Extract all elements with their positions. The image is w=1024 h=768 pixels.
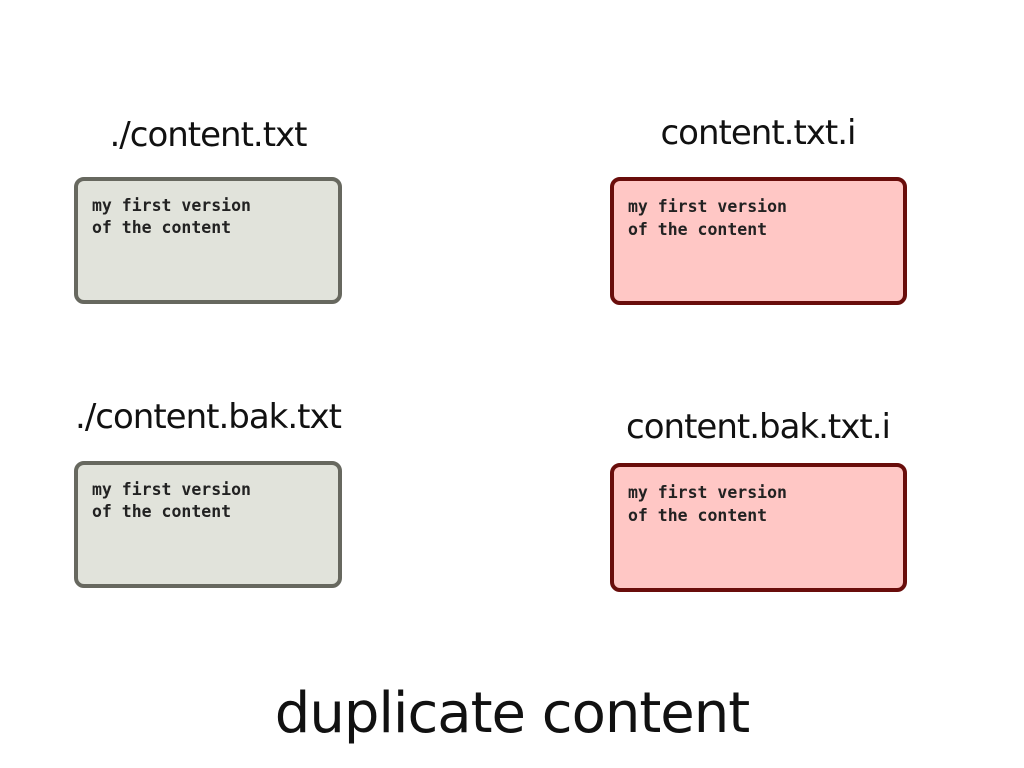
index-box-content-bak-txt-i: my first version of the content [610, 463, 907, 592]
index-box-line: my first version [628, 197, 787, 216]
index-label-content-txt-i: content.txt.i [660, 113, 856, 153]
file-label-content-bak-txt: ./content.bak.txt [75, 397, 342, 437]
file-box-content-txt: my first version of the content [74, 177, 342, 304]
file-box-line: my first version [92, 480, 251, 499]
file-box-content-bak-txt: my first version of the content [74, 461, 342, 588]
index-box-line: my first version [628, 483, 787, 502]
index-box-line: of the content [628, 220, 768, 239]
index-box-content-txt-i: my first version of the content [610, 177, 907, 305]
index-box-line: of the content [628, 506, 768, 525]
file-box-line: of the content [92, 502, 232, 521]
index-label-content-bak-txt-i: content.bak.txt.i [626, 407, 891, 447]
slide-caption: duplicate content [274, 681, 750, 746]
file-label-content-txt: ./content.txt [109, 115, 307, 155]
file-box-line: of the content [92, 218, 232, 237]
file-box-line: my first version [92, 196, 251, 215]
